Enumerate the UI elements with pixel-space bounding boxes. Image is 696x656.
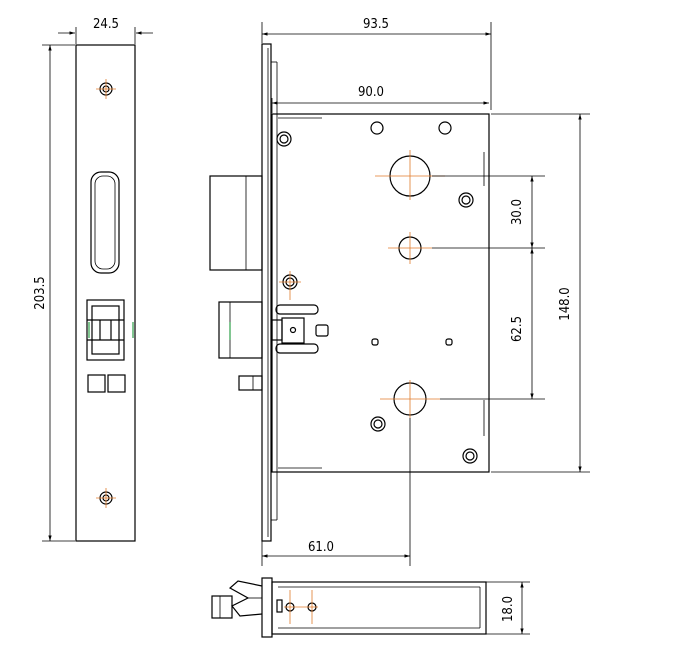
faceplate-screw-bottom bbox=[96, 488, 116, 508]
faceplate-view: 24.5 203.5 bbox=[33, 17, 153, 542]
lock-body-view: 93.5 90.0 30.0 62.5 148.0 61.0 bbox=[209, 17, 590, 566]
dim-case-thickness: 18.0 bbox=[501, 596, 516, 622]
dim-hole-spacing-lower: 62.5 bbox=[510, 316, 525, 342]
dim-backset: 61.0 bbox=[308, 540, 334, 555]
dim-faceplate-height: 203.5 bbox=[33, 276, 48, 309]
faceplate-screw-top bbox=[96, 79, 116, 99]
case-holes bbox=[276, 121, 478, 464]
top-view: 18.0 bbox=[211, 577, 530, 638]
dim-faceplate-width: 24.5 bbox=[93, 17, 119, 32]
auxiliary-latch bbox=[238, 375, 263, 391]
spindle-hole bbox=[375, 150, 445, 200]
auxiliary-latch-opening bbox=[87, 374, 126, 393]
dim-overall-width: 93.5 bbox=[363, 17, 389, 32]
cylinder-hole bbox=[380, 380, 440, 418]
deadbolt-opening bbox=[86, 299, 134, 361]
latch-slot bbox=[90, 171, 120, 274]
deadbolt bbox=[218, 301, 263, 359]
dim-case-width: 90.0 bbox=[358, 85, 384, 100]
dim-hole-spacing-upper: 30.0 bbox=[510, 199, 525, 225]
latch-bolt bbox=[209, 175, 263, 271]
dim-case-height: 148.0 bbox=[558, 287, 573, 320]
through-hole bbox=[388, 232, 432, 264]
lock-case bbox=[271, 113, 490, 473]
